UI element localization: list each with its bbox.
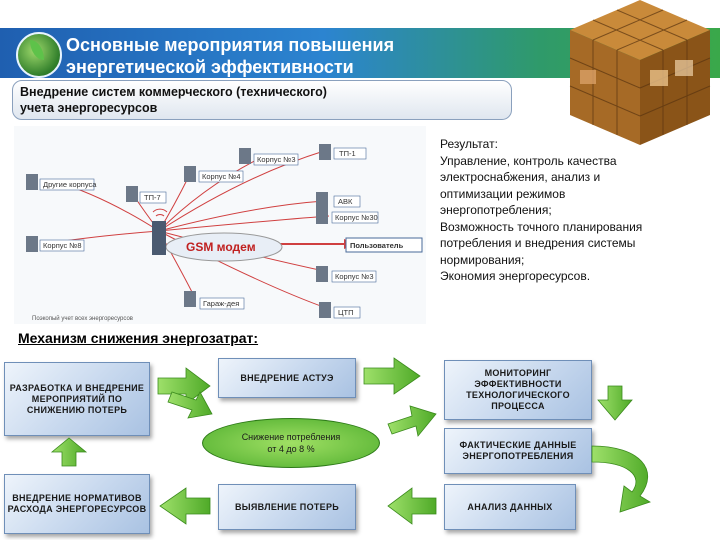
user-label: Пользователь: [350, 241, 404, 250]
result-line: Управление, контроль качества: [440, 153, 617, 168]
modem-icon: [152, 221, 166, 255]
photo-cube-icon: [569, 0, 711, 145]
box-losses: ВЫЯВЛЕНИЕ ПОТЕРЬ: [218, 484, 356, 530]
result-line: оптимизации режимов: [440, 186, 566, 201]
arrow-icon: [591, 445, 651, 513]
meter-icons: [26, 144, 331, 318]
result-line: Экономия энергоресурсов.: [440, 269, 591, 283]
mechanism-title: Механизм снижения энергозатрат:: [18, 330, 259, 346]
node-korpus30: Корпус №30: [335, 213, 378, 222]
node-tp1: ТП-1: [339, 149, 356, 158]
result-line: Результат:: [440, 137, 498, 151]
arrow-icon: [387, 487, 437, 525]
arrow-icon: [157, 367, 211, 405]
node-korpus3b: Корпус №3: [335, 272, 374, 281]
title-line-1: Основные мероприятия повышения: [66, 35, 395, 55]
subtitle: Внедрение систем коммерческого (техничес…: [20, 84, 490, 116]
arrow-icon: [159, 487, 211, 525]
node-avk: АВК: [338, 197, 353, 206]
node-korpus4: Корпус №4: [202, 172, 241, 181]
ellipse-line-1: Снижение потребления: [241, 432, 341, 442]
node-korpus8: Корпус №8: [43, 241, 82, 250]
box-actual-data: ФАКТИЧЕСКИЕ ДАННЫЕ ЭНЕРГОПОТРЕБЛЕНИЯ: [444, 428, 592, 474]
subtitle-line-2: учета энергоресурсов: [20, 101, 158, 115]
arrow-icon: [363, 357, 421, 395]
gsm-modem-label: GSM модем: [186, 240, 256, 254]
box-monitoring: МОНИТОРИНГ ЭФФЕКТИВНОСТИ ТЕХНОЛОГИЧЕСКОГ…: [444, 360, 592, 420]
gsm-network-diagram: GSM модем Пользователь Корпус №3 ТП-1 Ко…: [14, 126, 426, 324]
box-develop-measures: РАЗРАБОТКА И ВНЕДРЕНИЕ МЕРОПРИЯТИЙ ПО СН…: [4, 362, 150, 436]
title-line-2: энергетической эффективности: [66, 57, 354, 77]
diagram-caption: Поэкопый учет всех энергоресурсов: [32, 315, 133, 322]
box-analysis: АНАЛИЗ ДАННЫХ: [444, 484, 576, 530]
node-tsp: ЦТП: [338, 308, 354, 317]
reduction-ellipse: Снижение потребления от 4 до 8 %: [202, 418, 380, 468]
subtitle-panel: [12, 80, 512, 120]
result-line: электроснабжения, анализ и: [440, 170, 601, 184]
node-tp7: ТП-7: [144, 193, 161, 202]
arrow-icon: [387, 405, 437, 437]
result-line: энергопотребления;: [440, 203, 552, 217]
node-korpus3: Корпус №3: [257, 155, 296, 164]
box-astue: ВНЕДРЕНИЕ АСТУЭ: [218, 358, 356, 398]
node-drugie: Другие корпуса: [43, 180, 97, 189]
result-line: Возможность точного планирования: [440, 219, 643, 234]
arrow-icon: [167, 391, 213, 419]
subtitle-line-1: Внедрение систем коммерческого (техничес…: [20, 85, 327, 99]
box-norms: ВНЕДРЕНИЕ НОРМАТИВОВ РАСХОДА ЭНЕРГОРЕСУР…: [4, 474, 150, 534]
arrow-icon: [597, 385, 633, 421]
arrow-icon: [50, 437, 88, 467]
ellipse-line-2: от 4 до 8 %: [267, 444, 315, 454]
result-line: нормирования;: [440, 252, 525, 267]
logo-icon: [16, 32, 62, 78]
page-title: Основные мероприятия повышения энергетич…: [66, 34, 486, 78]
result-line: потребления и внедрения системы: [440, 236, 636, 250]
result-text: Результат: Управление, контроль качества…: [440, 136, 710, 285]
node-garage: Гараж-дея: [203, 299, 239, 308]
